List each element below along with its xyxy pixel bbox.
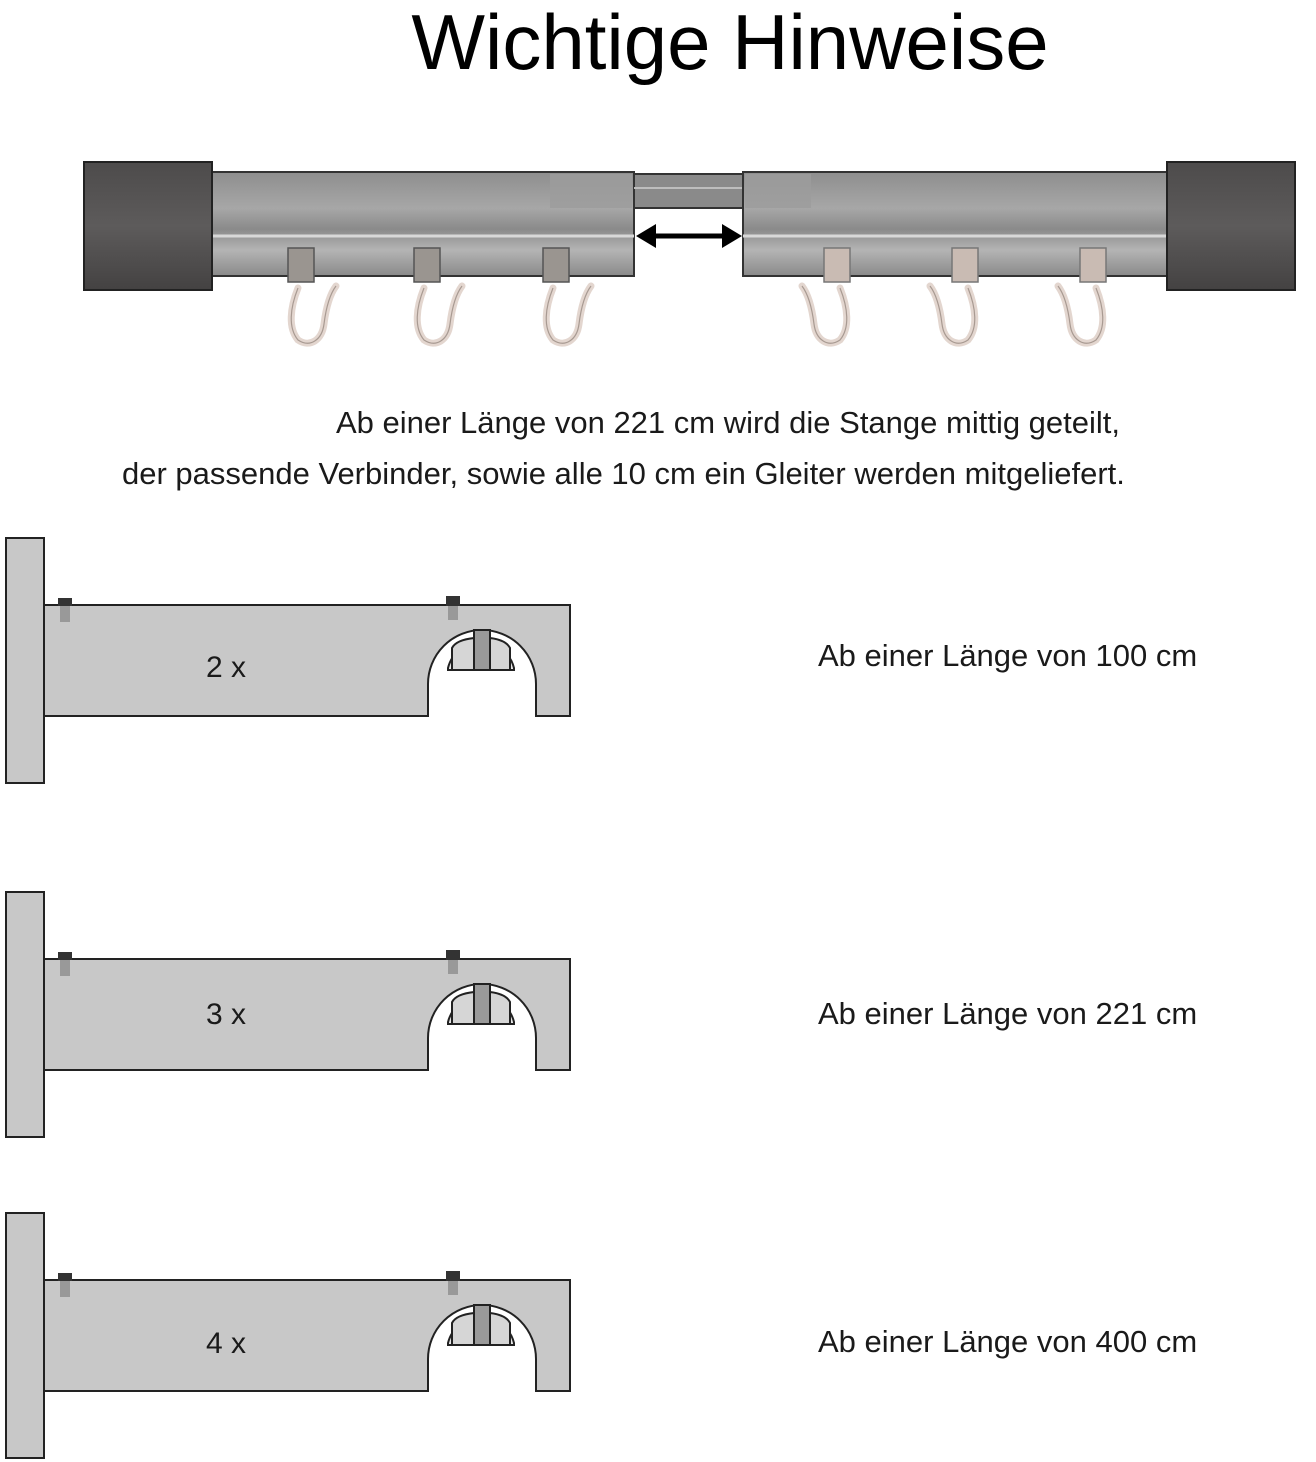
wall-plate [5, 1212, 45, 1459]
bracket-count-label: 2 x [206, 651, 246, 684]
glider-icon [1054, 247, 1107, 347]
screw-icon [446, 596, 460, 620]
screw-icon [58, 1273, 72, 1297]
glider-hooks [287, 247, 1107, 347]
end-cap-left [83, 161, 213, 291]
end-cap-right [1166, 161, 1296, 291]
screw-icon [446, 950, 460, 974]
screw-icon [446, 1271, 460, 1295]
double-arrow-icon [636, 224, 742, 248]
bracket-requirement: Ab einer Länge von 400 cm [818, 1324, 1198, 1359]
glider-icon [287, 247, 340, 347]
screw-icon [58, 598, 72, 622]
rod-note-line-1: Ab einer Länge von 221 cm wird die Stang… [335, 405, 1121, 440]
rod-connector [633, 173, 745, 209]
curtain-rod-diagram [83, 161, 1296, 347]
glider-icon [542, 247, 595, 347]
glider-icon [413, 247, 466, 347]
rod-clip-icon [447, 983, 515, 1025]
rod-clip-icon [447, 1304, 515, 1346]
screw-icon [58, 952, 72, 976]
glider-icon [926, 247, 979, 347]
bracket-requirement: Ab einer Länge von 100 cm [818, 638, 1198, 673]
rod-clip-icon [447, 629, 515, 671]
wall-plate [5, 891, 45, 1138]
glider-icon [798, 247, 851, 347]
bracket-count-label: 3 x [206, 998, 246, 1031]
bracket-count-label: 4 x [206, 1327, 246, 1360]
bracket-diagram: 4 x [5, 1212, 571, 1459]
page-title: Wichtige Hinweise [411, 0, 1049, 86]
wall-plate [5, 537, 45, 784]
rod-note-line-2: der passende Verbinder, sowie alle 10 cm… [122, 456, 1125, 491]
bracket-diagram: 3 x [5, 891, 571, 1138]
bracket-requirement: Ab einer Länge von 221 cm [818, 996, 1198, 1031]
bracket-diagram: 2 x [5, 537, 571, 784]
